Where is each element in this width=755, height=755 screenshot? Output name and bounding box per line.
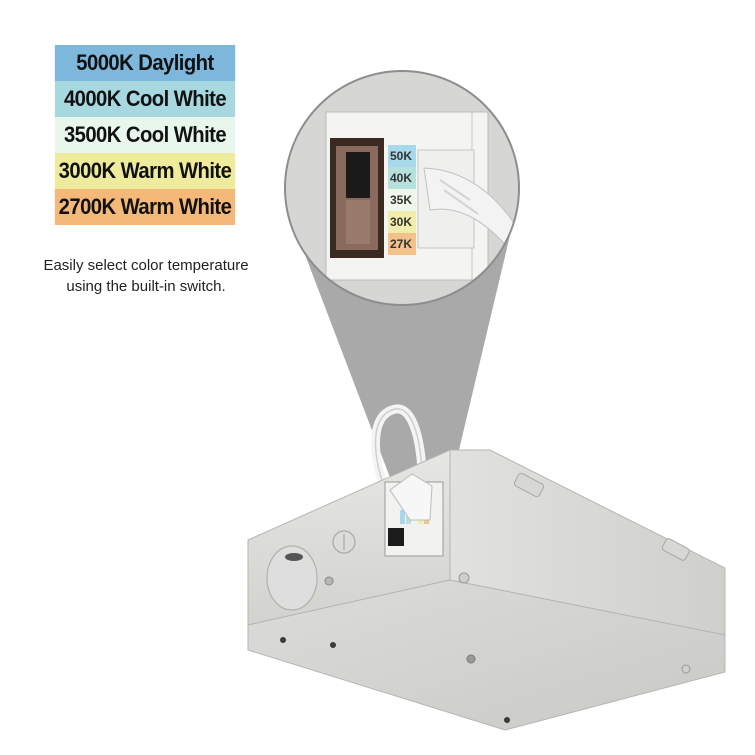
ground-symbol (332, 530, 356, 554)
zoom-magnifier: 50K 40K 35K 30K 27K (284, 70, 520, 306)
legend-item-4000k: 4000K Cool White (54, 81, 236, 117)
caption-line-1: Easily select color temperature (43, 257, 249, 274)
switch-label-35k: 35K (390, 193, 412, 207)
switch-label-40k: 40K (390, 171, 412, 185)
box-bottom-face (247, 579, 726, 731)
slide-switch (388, 528, 404, 546)
knockout (266, 545, 318, 611)
box-side-panel (449, 449, 726, 636)
legend-item-2700k: 2700K Warm White (54, 189, 236, 225)
hinge (661, 538, 690, 561)
zoom-slide-switch (346, 152, 370, 198)
caption: Easily select color temperature using th… (10, 255, 282, 297)
zoom-switch-labels: 50K 40K 35K 30K 27K (388, 145, 416, 255)
connector-plug (389, 473, 433, 521)
switch-label-27k: 27K (390, 237, 412, 251)
caption-line-2: using the built-in switch. (66, 278, 226, 295)
switch-label-30k: 30K (390, 215, 412, 229)
color-temperature-legend: 5000K Daylight 4000K Cool White 3500K Co… (47, 45, 243, 225)
legend-item-3000k: 3000K Warm White (54, 153, 236, 189)
switch-label-50k: 50K (390, 149, 412, 163)
legend-item-5000k: 5000K Daylight (54, 45, 236, 81)
hinge (513, 472, 545, 498)
legend-item-3500k: 3500K Cool White (54, 117, 236, 153)
